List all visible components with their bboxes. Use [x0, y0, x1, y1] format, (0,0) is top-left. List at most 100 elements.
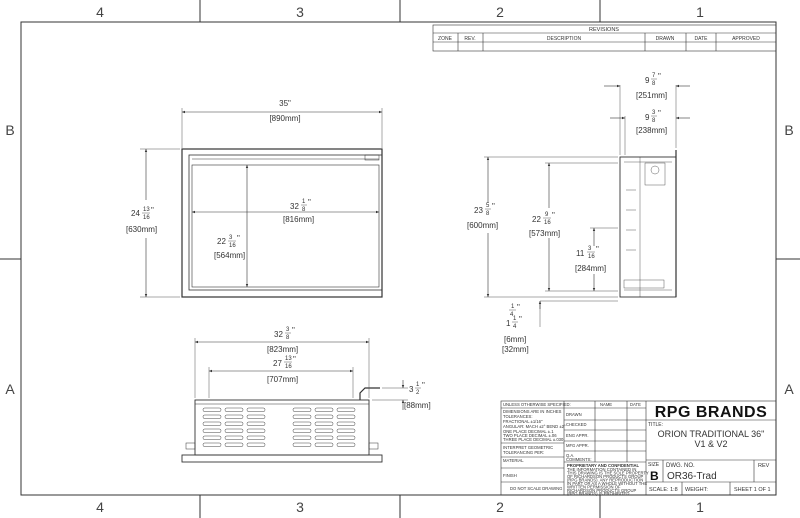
pipe-num: 1 — [416, 382, 420, 388]
vent-slot — [246, 407, 266, 412]
tb-title-line2: V1 & V2 — [694, 439, 727, 449]
q-mm: [6mm] — [504, 335, 526, 344]
vent-slot — [336, 428, 356, 433]
h1-mm: [600mm] — [467, 221, 498, 230]
inner-height-num: 3 — [229, 235, 233, 241]
tb-prop-title: PROPRIETARY AND CONFIDENTIAL — [567, 463, 640, 468]
rev-col-rev: REV. — [464, 36, 475, 42]
front-width-mm: [890mm] — [269, 114, 300, 123]
vent-slot — [314, 414, 334, 419]
vent-slot — [246, 428, 266, 433]
h3-den: 16 — [588, 254, 595, 260]
q2-whole: 1 — [506, 319, 511, 328]
vent-slot — [224, 435, 244, 440]
vent-slot — [224, 407, 244, 412]
pipe-unit: " — [422, 381, 425, 390]
vent-slot — [314, 421, 334, 426]
w1-num: 3 — [286, 327, 290, 333]
h3-mm: [284mm] — [575, 264, 606, 273]
vent-slot — [224, 421, 244, 426]
w2-unit: " — [293, 355, 296, 364]
h2-mm: [573mm] — [529, 229, 560, 238]
vent-slot — [246, 421, 266, 426]
zone-row-left-a: A — [5, 381, 15, 397]
tb-size-label: SIZE — [648, 462, 660, 468]
w1-den: 8 — [286, 335, 290, 341]
tb-finish: FINISH — [503, 473, 517, 478]
q-num: 1 — [511, 304, 515, 310]
front-height-unit: " — [151, 206, 154, 215]
tb-dims-3: FRACTIONAL ±1/16" — [503, 419, 543, 424]
tb-prop-7: RICHARDSON PRODUCTS GROUP — [567, 488, 637, 493]
tb-name-header: NAME — [600, 402, 612, 407]
tb-weight: WEIGHT: — [685, 487, 708, 493]
tb-checked: CHECKED — [566, 422, 586, 427]
tb-dims-1: DIMENSIONS ARE IN INCHES — [503, 409, 562, 414]
depth2-den: 8 — [652, 118, 656, 124]
vent-slot — [336, 435, 356, 440]
inner-width-unit: " — [308, 198, 311, 207]
h2-whole: 22 — [532, 215, 541, 224]
vent-slots — [202, 407, 356, 447]
front-height-num: 13 — [143, 207, 150, 213]
revisions-table: REVISIONS ZONE REV. DESCRIPTION DRAWN DA… — [432, 24, 777, 52]
depth2-whole: 9 — [645, 113, 650, 122]
vent-slot — [336, 407, 356, 412]
vent-slot — [314, 407, 334, 412]
rev-col-zone: ZONE — [438, 36, 453, 42]
side-view: 9 7 8 " [251mm] 9 3 8 " [238mm] 23 5 8 "… — [466, 72, 690, 354]
tb-eng-appr: ENG APPR. — [566, 433, 589, 438]
vent-slot — [202, 442, 222, 447]
q2-den: 4 — [513, 324, 517, 330]
vent-slot — [336, 421, 356, 426]
depth1-unit: " — [658, 72, 661, 81]
zone-col-bottom-2: 3 — [296, 499, 304, 515]
vent-slot — [292, 421, 312, 426]
vent-slot — [314, 428, 334, 433]
rev-col-description: DESCRIPTION — [547, 36, 582, 42]
tb-prop-2: THIS DRAWING IS THE SOLE PROPERTY — [567, 471, 649, 476]
vent-slot — [314, 442, 334, 447]
tb-material: MATERIAL — [503, 458, 524, 463]
pipe-whole: 3 — [409, 385, 414, 394]
inner-width-whole: 32 — [290, 202, 299, 211]
vent-slot — [336, 414, 356, 419]
q-unit: " — [517, 303, 520, 312]
tb-prop-4: (RPG BRANDS). ANY REPRODUCTION — [567, 478, 643, 483]
h1-den: 8 — [486, 211, 490, 217]
vent-slot — [202, 407, 222, 412]
tb-qa: Q.A. — [566, 453, 574, 458]
tb-dims-2: TOLERANCES: — [503, 414, 532, 419]
front-height-whole: 24 — [131, 209, 140, 218]
tb-scale: SCALE: 1:8 — [649, 487, 678, 493]
tb-unless: UNLESS OTHERWISE SPECIFIED: — [503, 402, 571, 407]
h1-unit: " — [492, 202, 495, 211]
tb-dwg-label: DWG. NO. — [666, 463, 695, 469]
q2-unit: " — [519, 315, 522, 324]
tb-dims-6: TWO PLACE DECIMAL ±.06 — [503, 433, 557, 438]
vent-slot — [292, 407, 312, 412]
depth2-num: 3 — [652, 110, 656, 116]
vent-slot — [292, 428, 312, 433]
vent-slot — [202, 414, 222, 419]
inner-width-mm: [816mm] — [283, 215, 314, 224]
tb-dwg-value: OR36-Trad — [667, 471, 717, 482]
tb-sheet: SHEET 1 OF 1 — [734, 487, 771, 493]
zone-col-top-1: 4 — [96, 4, 104, 20]
depth2-unit: " — [658, 109, 661, 118]
depth1-whole: 9 — [645, 76, 650, 85]
inner-height-unit: " — [237, 234, 240, 243]
zone-col-bottom-3: 2 — [496, 499, 504, 515]
top-view: 32 3 8 " [823mm] 27 13 16 " [707mm] 3 1 … — [181, 326, 431, 463]
zone-row-right-a: A — [784, 381, 794, 397]
front-height-mm: [630mm] — [126, 225, 157, 234]
zone-col-top-2: 3 — [296, 4, 304, 20]
h2-unit: " — [552, 211, 555, 220]
w1-whole: 32 — [274, 330, 283, 339]
rev-col-drawn: DRAWN — [656, 36, 675, 42]
vent-slot — [224, 414, 244, 419]
h2-den: 16 — [544, 220, 551, 226]
tb-title-line1: ORION TRADITIONAL 36" — [658, 429, 765, 439]
zone-col-bottom-1: 4 — [96, 499, 104, 515]
